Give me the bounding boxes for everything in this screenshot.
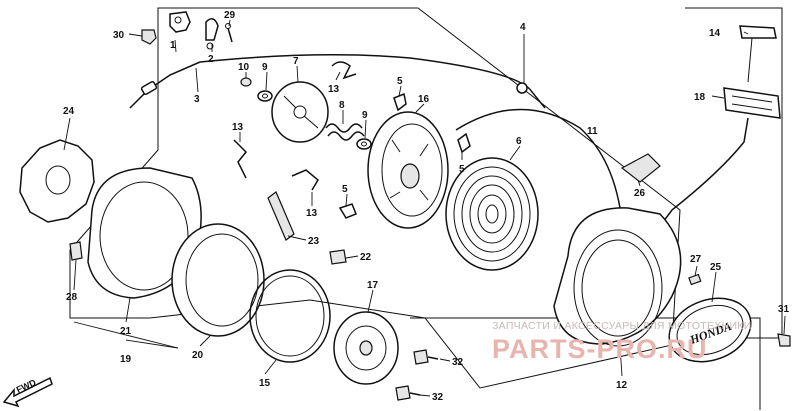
starter-case-12 [553, 207, 682, 347]
callout-9a: 9 [262, 62, 268, 73]
callout-7: 7 [293, 56, 299, 67]
bolt-28 [69, 241, 83, 261]
spring-clip-13a [331, 61, 357, 80]
nut-10 [240, 77, 252, 87]
throttle-cable-4 [199, 54, 546, 109]
callout-2: 2 [208, 54, 214, 65]
callout-21: 21 [120, 326, 132, 337]
screw-29 [225, 23, 233, 43]
callout-13b: 13 [232, 122, 244, 133]
bolt-32a [413, 349, 439, 365]
callout-9b: 9 [362, 110, 368, 121]
callout-24: 24 [63, 106, 75, 117]
cable-bracket-1 [169, 11, 191, 33]
callout-19: 19 [120, 354, 132, 365]
callouts: 1 2 3 4 5 5 5 6 7 8 9 9 10 11 12 13 13 1… [63, 10, 790, 403]
ratchet-pawl-5a [393, 92, 407, 112]
callout-14: 14 [709, 28, 721, 39]
callout-11: 11 [587, 126, 598, 137]
callout-27: 27 [690, 254, 702, 265]
callout-6: 6 [516, 136, 522, 147]
bolt-30 [141, 29, 157, 45]
callout-32a: 32 [452, 357, 464, 368]
recoil-pulley-16 [367, 111, 449, 229]
callout-3: 3 [194, 94, 200, 105]
clip-22 [329, 249, 347, 265]
rope-guide-26 [620, 153, 661, 183]
callout-25: 25 [710, 262, 722, 273]
callout-32b: 32 [432, 392, 444, 403]
ratchet-pawl-5b [457, 132, 471, 154]
drive-cup-17 [333, 311, 399, 385]
washer-9a [257, 90, 273, 102]
cable-end-3 [129, 61, 201, 109]
callout-4: 4 [520, 22, 526, 33]
callout-18: 18 [694, 92, 706, 103]
ratchet-pawl-5c [338, 203, 357, 219]
callout-10: 10 [238, 62, 250, 73]
ratchet-plate-24 [19, 139, 95, 223]
watermark: ЗАПЧАСТИ И АКСЕССУАРЫ ДЛЯ МОТОТЕХНИКИ PA… [492, 320, 752, 364]
spring-clip-13c [291, 169, 319, 191]
callout-16: 16 [418, 94, 430, 105]
callout-5a: 5 [397, 76, 403, 87]
washer-9b [356, 138, 372, 150]
friction-band-15 [249, 269, 331, 363]
leader-lines [63, 19, 786, 397]
callout-20: 20 [192, 350, 204, 361]
recoil-spring-6 [445, 157, 539, 271]
callout-12: 12 [616, 380, 628, 391]
screw-31 [777, 333, 791, 347]
starter-rope-11 [455, 108, 623, 223]
assembly-outline-lower [410, 317, 761, 410]
callout-31: 31 [778, 304, 790, 315]
callout-15: 15 [259, 378, 271, 389]
spring-8 [325, 123, 365, 141]
callout-8: 8 [339, 100, 345, 111]
callout-13a: 13 [328, 84, 340, 95]
grip-rope [659, 117, 749, 227]
grip-cap-14 [739, 25, 777, 39]
callout-26: 26 [634, 188, 646, 199]
forward-arrow: FWD [2, 376, 53, 408]
rivet-27 [688, 273, 702, 286]
bolt-32b [395, 385, 421, 401]
callout-28: 28 [66, 292, 78, 303]
callout-22: 22 [360, 252, 372, 263]
guide-strip-23 [267, 191, 295, 241]
starter-grip-18 [723, 87, 781, 119]
watermark-line-1: ЗАПЧАСТИ И АКСЕССУАРЫ ДЛЯ МОТОТЕХНИКИ [492, 320, 752, 332]
grip-string [747, 37, 753, 83]
callout-17: 17 [367, 280, 379, 291]
callout-30: 30 [113, 30, 125, 41]
watermark-line-2: PARTS-PRO.RU [492, 334, 708, 364]
callout-5b: 5 [459, 164, 465, 175]
emblem-cover-25: HONDA [668, 297, 752, 363]
assembly-outline-cover [685, 7, 783, 339]
ratchet-plate-7 [271, 81, 329, 143]
spring-clip-13b [233, 139, 248, 179]
callout-29: 29 [224, 10, 236, 21]
cable-clip-2 [205, 18, 219, 50]
callout-1: 1 [170, 40, 176, 51]
callout-13c: 13 [306, 208, 318, 219]
callout-5c: 5 [342, 184, 348, 195]
callout-23: 23 [308, 236, 320, 247]
